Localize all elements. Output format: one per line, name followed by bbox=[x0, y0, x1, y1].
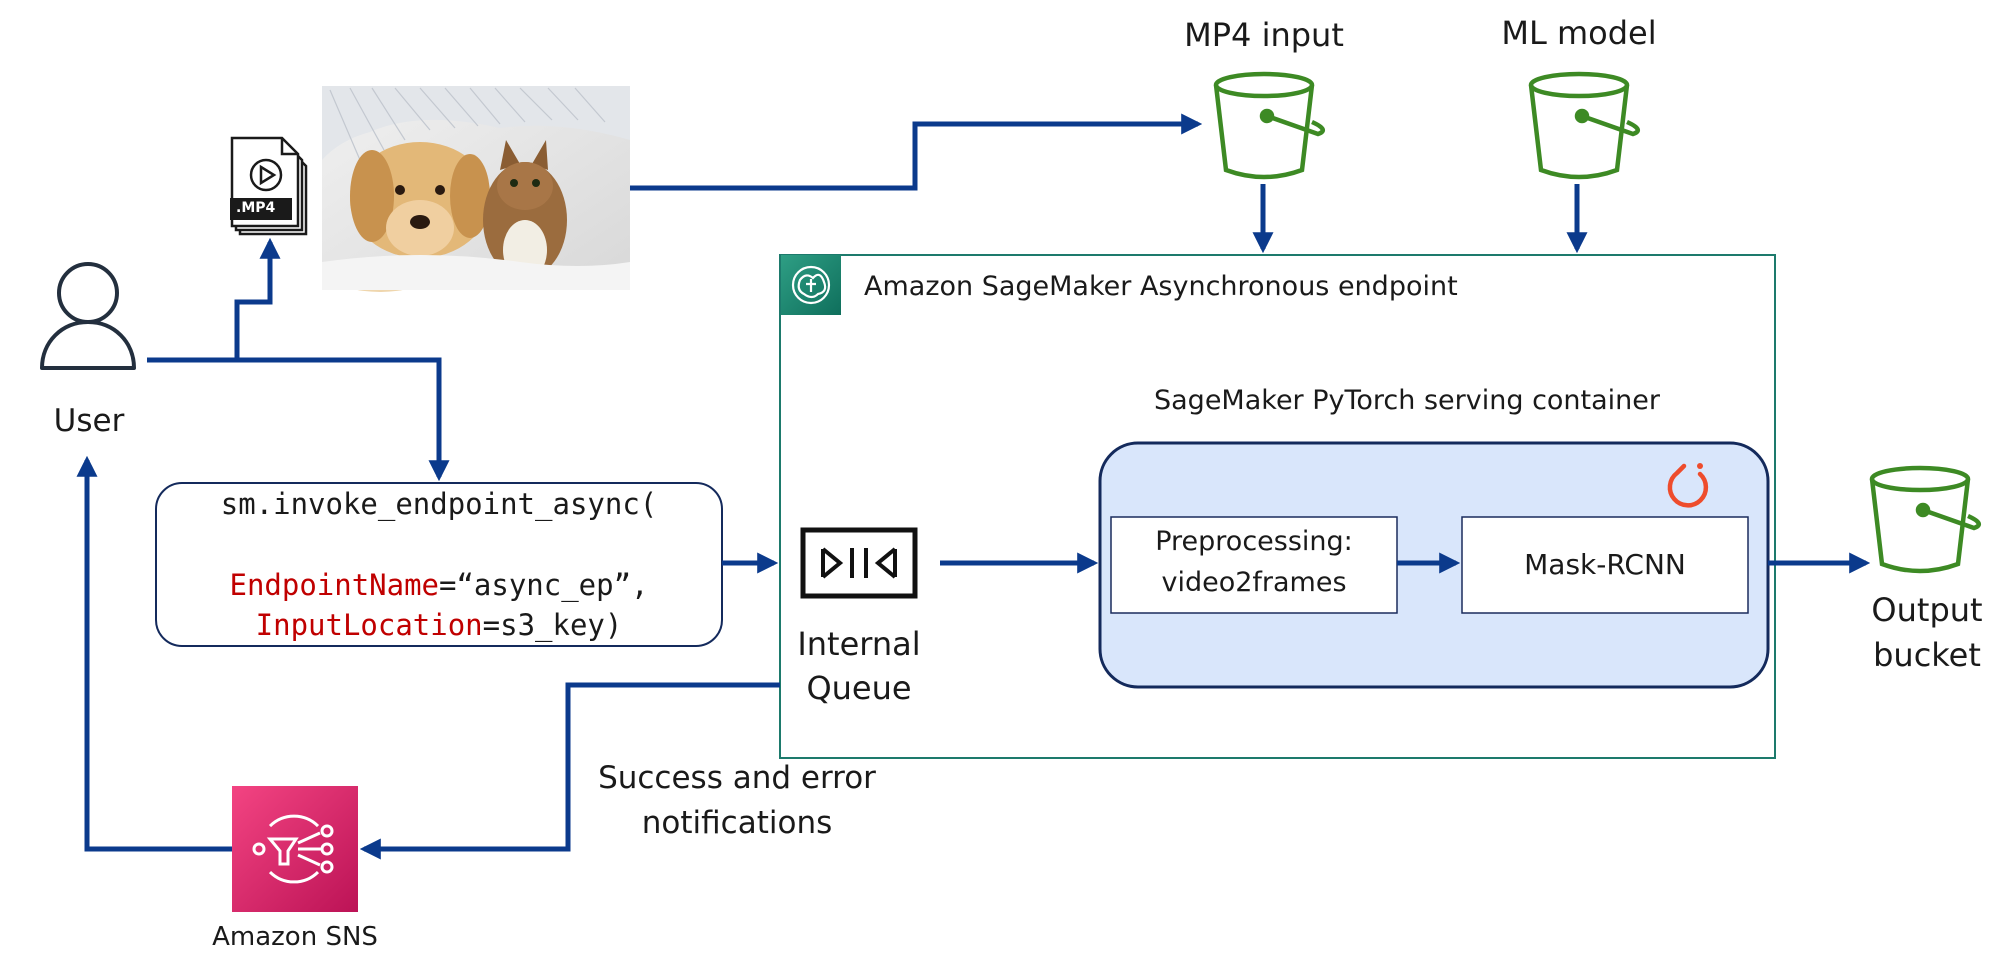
arrow-user-to-mp4 bbox=[147, 237, 281, 363]
arrow-photo-to-mp4-bucket bbox=[630, 113, 1203, 191]
notifications-label-line2: notifications bbox=[641, 805, 833, 841]
arrow-endpoint-to-sns bbox=[359, 682, 780, 860]
endpoint-title: Amazon SageMaker Asynchronous endpoint bbox=[864, 271, 1458, 302]
code-value-input-location: =s3_key) bbox=[482, 608, 623, 642]
output-bucket-label-line2: bucket bbox=[1873, 636, 1981, 674]
user-icon bbox=[40, 262, 136, 370]
mask-rcnn-box bbox=[1461, 516, 1749, 614]
queue-icon bbox=[800, 527, 918, 599]
preprocessing-label-line1: Preprocessing: bbox=[1155, 526, 1353, 557]
sagemaker-icon bbox=[781, 255, 841, 315]
output-bucket-label-line1: Output bbox=[1871, 591, 1983, 629]
arrow-user-to-code bbox=[237, 357, 450, 482]
code-value-endpoint-name: =“async_ep”, bbox=[439, 568, 649, 602]
arrow-sns-to-user bbox=[76, 455, 232, 852]
code-param-endpoint-name: EndpointName bbox=[229, 568, 439, 602]
s3-bucket-icon bbox=[1213, 71, 1326, 180]
internal-queue-label-line2: Queue bbox=[806, 669, 912, 707]
user-label: User bbox=[53, 403, 125, 439]
flow-arrows bbox=[76, 113, 1871, 860]
code-line-1: sm.invoke_endpoint_async( bbox=[220, 487, 658, 521]
endpoint-frame bbox=[779, 254, 1776, 759]
preprocessing-label-line2: video2frames bbox=[1161, 567, 1347, 598]
container-title: SageMaker PyTorch serving container bbox=[1154, 385, 1660, 416]
mp4-file-extension: .MP4 bbox=[236, 200, 276, 216]
mp4-input-label: MP4 input bbox=[1184, 16, 1344, 54]
code-param-input-location: InputLocation bbox=[255, 608, 483, 642]
s3-bucket-icon bbox=[1528, 71, 1641, 180]
notifications-label-line1: Success and error bbox=[598, 760, 876, 796]
s3-bucket-icon bbox=[1869, 465, 1982, 574]
mask-rcnn-label: Mask-RCNN bbox=[1524, 548, 1686, 581]
sns-label: Amazon SNS bbox=[212, 922, 378, 952]
mp4-file-icon bbox=[230, 136, 308, 236]
code-line-2: EndpointName=“async_ep”, bbox=[229, 568, 648, 602]
sns-icon bbox=[232, 786, 358, 912]
dog-and-cat-photo bbox=[322, 86, 630, 292]
internal-queue-label-line1: Internal bbox=[797, 625, 921, 663]
pytorch-icon bbox=[1667, 463, 1709, 508]
code-line-3: InputLocation=s3_key) bbox=[256, 608, 623, 642]
preprocessing-box bbox=[1110, 516, 1398, 614]
ml-model-label: ML model bbox=[1501, 14, 1657, 52]
